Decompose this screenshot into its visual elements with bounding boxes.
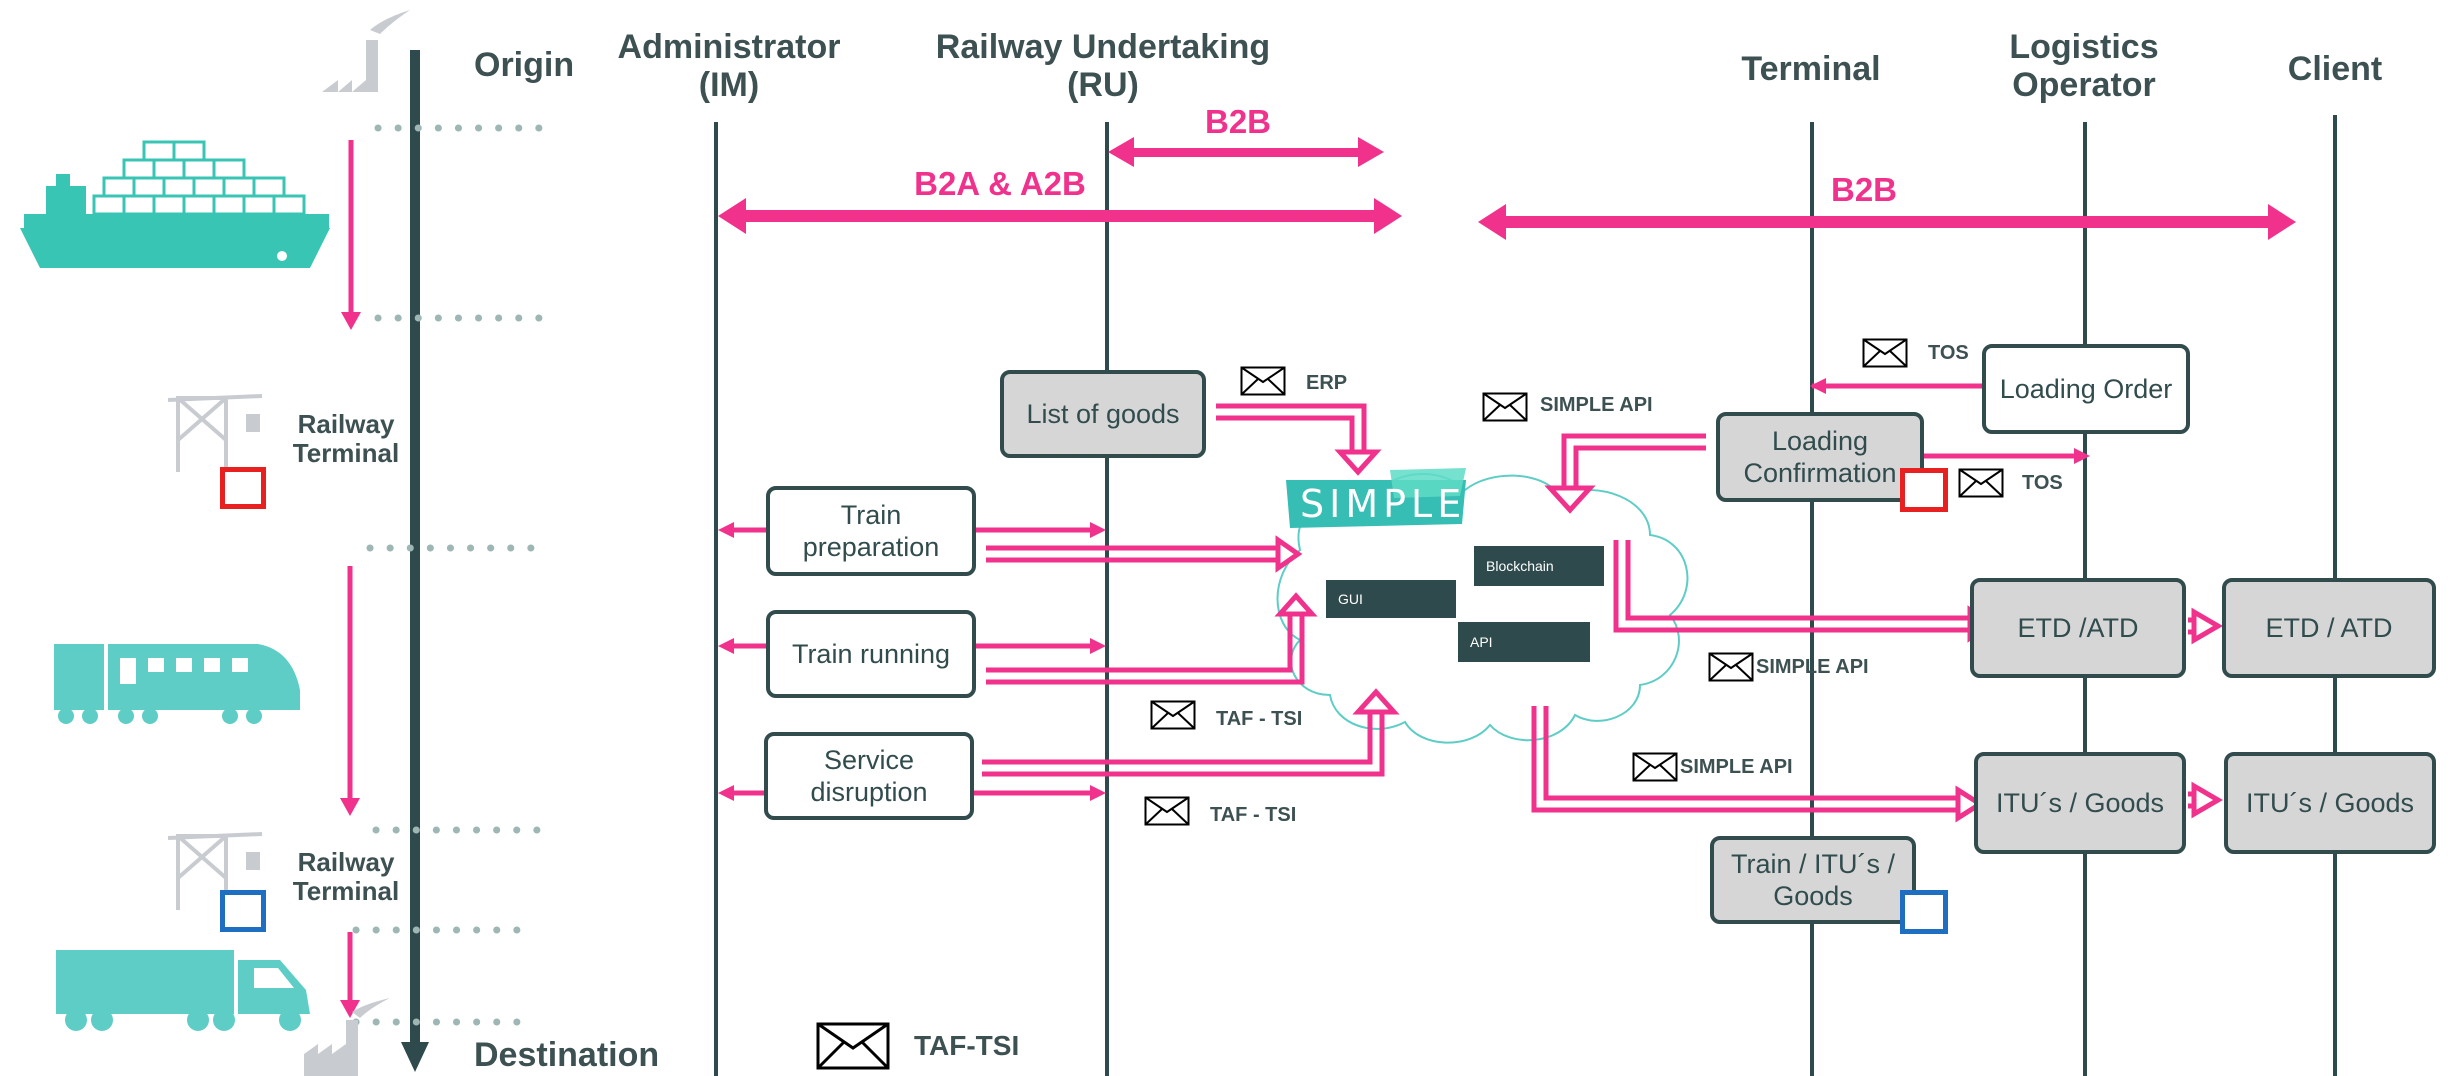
envelope-icon-simple-api-1: [1482, 392, 1528, 422]
envelope-icon-taf-tsi-2: [1144, 796, 1190, 826]
envelope-icon-taf-tsi-1: [1150, 700, 1196, 730]
container-ship-icon: [20, 140, 330, 268]
api-component: API: [1458, 622, 1590, 662]
factory-icon-origin: [322, 10, 410, 92]
simple-api-label-2: SIMPLE API: [1756, 656, 1869, 678]
envelope-icon-simple-api-3: [1632, 752, 1678, 782]
envelope-icon-tos-1: [1862, 338, 1908, 368]
lane-administrator: Administrator (IM): [617, 28, 841, 105]
list-of-goods-box: List of goods: [1000, 370, 1206, 458]
b2b-right-span: [1478, 204, 2296, 240]
lane-origin: Origin: [474, 46, 575, 84]
taf-tsi-label-1: TAF - TSI: [1216, 708, 1303, 730]
crane-icon-1: [167, 394, 263, 472]
envelope-icon-simple-api-2: [1708, 652, 1754, 682]
lane-terminal: Terminal: [1741, 50, 1881, 88]
legend-taf-tsi-label: TAF-TSI: [914, 1030, 1020, 1061]
envelope-icon-tos-2: [1958, 468, 2004, 498]
train-icon: [54, 644, 300, 724]
gui-component: GUI: [1326, 580, 1456, 618]
itus-goods-client-box: ITU´s / Goods: [2224, 752, 2436, 854]
hollow-arrows: [982, 403, 2223, 823]
etd-atd-client-box: ETD / ATD: [2222, 578, 2436, 678]
lane-railway-undertaking: Railway Undertaking (RU): [935, 28, 1271, 105]
timeline-arrowhead: [401, 1042, 429, 1072]
origin-terminal-marker: [220, 467, 266, 509]
taf-tsi-label-2: TAF - TSI: [1210, 804, 1297, 826]
train-running-box: Train running: [766, 610, 976, 698]
process-side-arrows: [718, 378, 2090, 801]
envelope-icon-erp: [1240, 366, 1286, 396]
b2a-span: [718, 198, 1402, 234]
railway-terminal-label-2: Railway Terminal: [292, 847, 400, 907]
blockchain-component: Blockchain: [1474, 546, 1604, 586]
simple-api-label-1: SIMPLE API: [1540, 394, 1653, 416]
b2b-top-label: B2B: [1204, 103, 1272, 140]
tos-label-2: TOS: [2022, 472, 2063, 494]
railway-terminal-label-1: Railway Terminal: [292, 409, 400, 469]
destination-terminal-marker: [220, 890, 266, 932]
crane-icon-2: [167, 832, 263, 910]
tos-label-1: TOS: [1928, 342, 1969, 364]
etd-atd-logistics-box: ETD /ATD: [1970, 578, 2186, 678]
simple-logo: SIMPLE: [1286, 468, 1466, 528]
train-itus-goods-box: Train / ITU´s / Goods: [1710, 836, 1916, 924]
stage-separators: [352, 124, 560, 1026]
service-disruption-box: Service disruption: [764, 732, 974, 820]
loading-confirmation-red-marker: [1900, 468, 1948, 512]
erp-label: ERP: [1306, 372, 1348, 394]
b2a-a2b-label: B2A & A2B: [914, 165, 1086, 202]
lane-client: Client: [2287, 50, 2383, 88]
simple-api-label-3: SIMPLE API: [1680, 756, 1793, 778]
loading-order-box: Loading Order: [1982, 344, 2190, 434]
b2b-top-span: [1108, 137, 1384, 167]
left-flow-arrows: [340, 140, 361, 1018]
legend-envelope-icon: [816, 1022, 890, 1070]
lane-logistics-operator: Logistics Operator: [2009, 28, 2159, 105]
truck-icon: [56, 950, 310, 1031]
train-itus-blue-marker: [1900, 890, 1948, 934]
loading-confirmation-box: Loading Confirmation: [1716, 412, 1924, 502]
simple-logo-text: SIMPLE: [1300, 482, 1466, 526]
factory-icon-destination: [304, 998, 390, 1076]
lane-destination: Destination: [474, 1036, 660, 1074]
itus-goods-logistics-box: ITU´s / Goods: [1974, 752, 2186, 854]
train-preparation-box: Train preparation: [766, 486, 976, 576]
b2b-right-label: B2B: [1830, 171, 1898, 208]
